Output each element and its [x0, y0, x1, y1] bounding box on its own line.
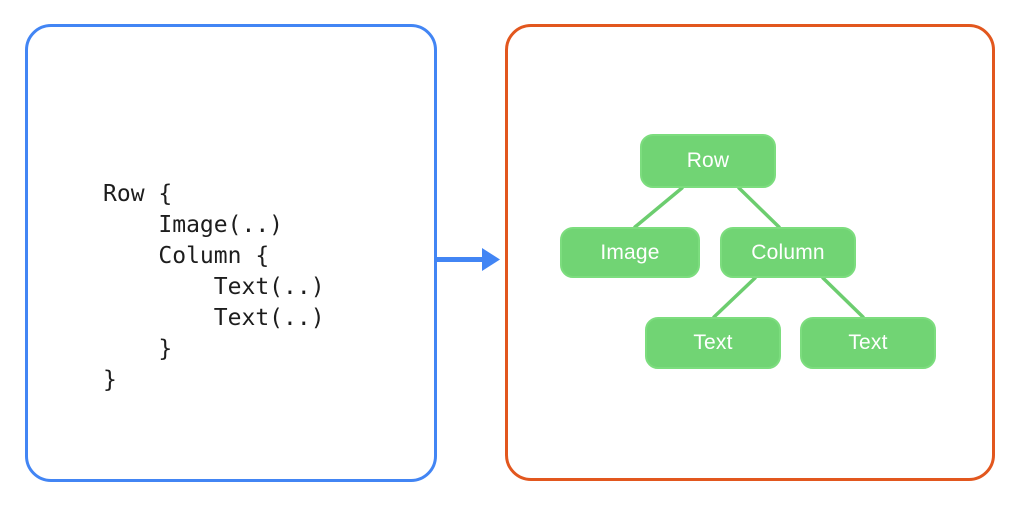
tree-node-text-2-label: Text — [848, 331, 888, 354]
transform-arrow-icon — [434, 248, 500, 271]
tree-node-text-1-label: Text — [693, 331, 733, 354]
tree-connectors — [633, 186, 865, 319]
edge-column-text2 — [821, 276, 865, 319]
tree-node-image-label: Image — [600, 240, 660, 264]
tree-node-text-2[interactable]: Text — [800, 317, 936, 369]
tree-node-row-label: Row — [686, 149, 730, 172]
tree-node-column-label: Column — [751, 240, 825, 264]
edge-row-column — [737, 186, 781, 229]
code-snippet: Row { Image(..) Column { Text(..) Text(.… — [103, 181, 325, 393]
code-panel: Row { Image(..) Column { Text(..) Text(.… — [25, 24, 437, 482]
tree-node-column[interactable]: Column — [720, 227, 856, 278]
edge-row-image — [633, 186, 684, 229]
edge-column-text1 — [712, 276, 757, 319]
tree-node-row[interactable]: Row — [640, 134, 776, 188]
tree-node-text-1[interactable]: Text — [645, 317, 781, 369]
tree-node-image[interactable]: Image — [560, 227, 700, 278]
